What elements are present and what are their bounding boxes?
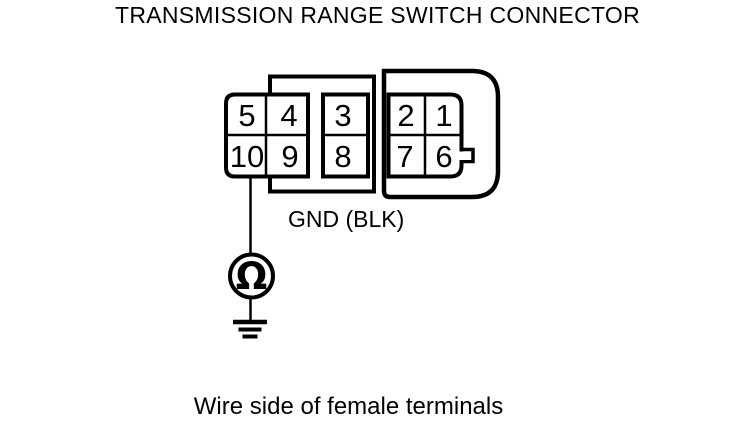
terminal-8-label: 8 xyxy=(334,139,351,174)
ohmmeter-symbol: Ω xyxy=(236,255,267,298)
terminal-10-label: 10 xyxy=(230,139,264,174)
terminal-1-label: 1 xyxy=(435,98,452,133)
wire-color-label: GND (BLK) xyxy=(288,206,404,232)
terminal-4-label: 4 xyxy=(280,98,297,133)
terminal-5-label: 5 xyxy=(238,98,255,133)
terminal-7-label: 7 xyxy=(396,139,413,174)
terminal-9-label: 9 xyxy=(281,139,298,174)
terminal-6-label: 6 xyxy=(435,139,452,174)
terminal-3-label: 3 xyxy=(334,98,351,133)
caption: Wire side of female terminals xyxy=(194,393,503,420)
keyway-opening xyxy=(458,151,471,160)
ground-icon xyxy=(233,319,267,339)
terminal-2-label: 2 xyxy=(397,98,414,133)
diagram-title: TRANSMISSION RANGE SWITCH CONNECTOR xyxy=(115,2,640,28)
